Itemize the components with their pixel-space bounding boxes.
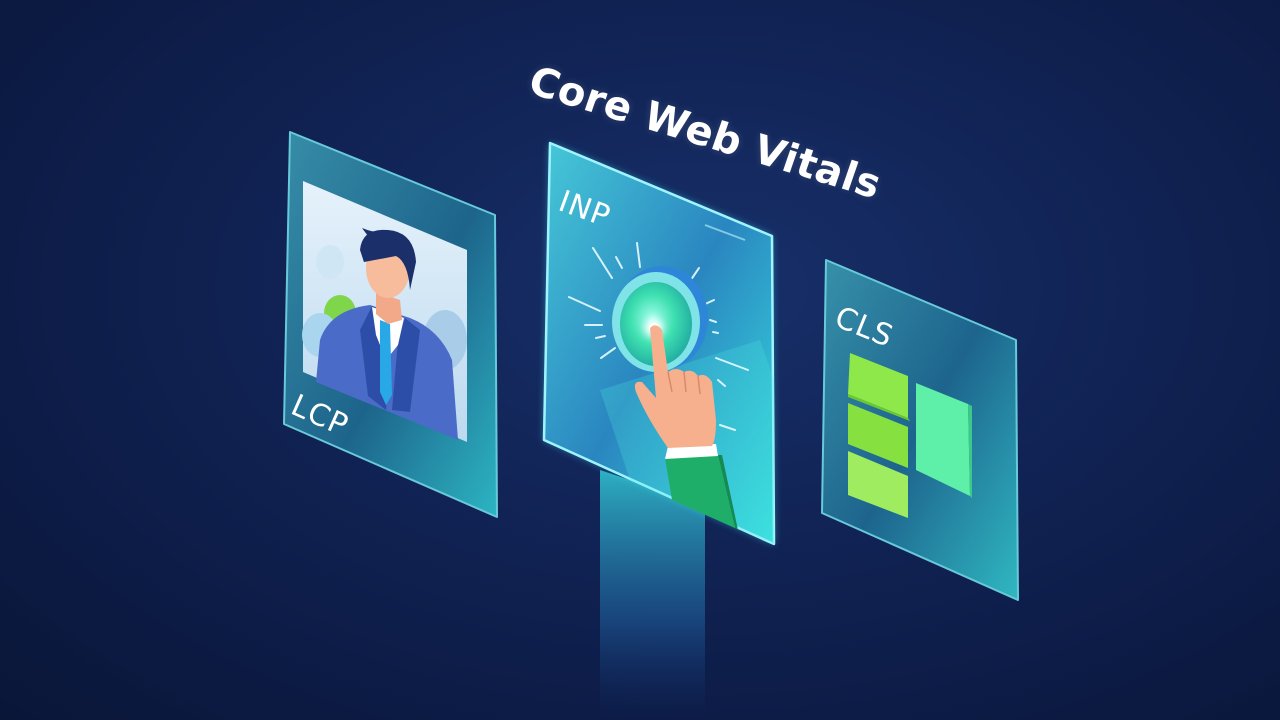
- lcp-card[interactable]: [283, 131, 498, 518]
- person-portrait-icon: [302, 181, 467, 442]
- cls-card[interactable]: [821, 259, 1019, 601]
- light-beam: [600, 470, 705, 720]
- tapping-button-icon: [568, 242, 749, 530]
- inp-card[interactable]: [542, 141, 776, 546]
- layout-blocks-icon: [848, 353, 972, 518]
